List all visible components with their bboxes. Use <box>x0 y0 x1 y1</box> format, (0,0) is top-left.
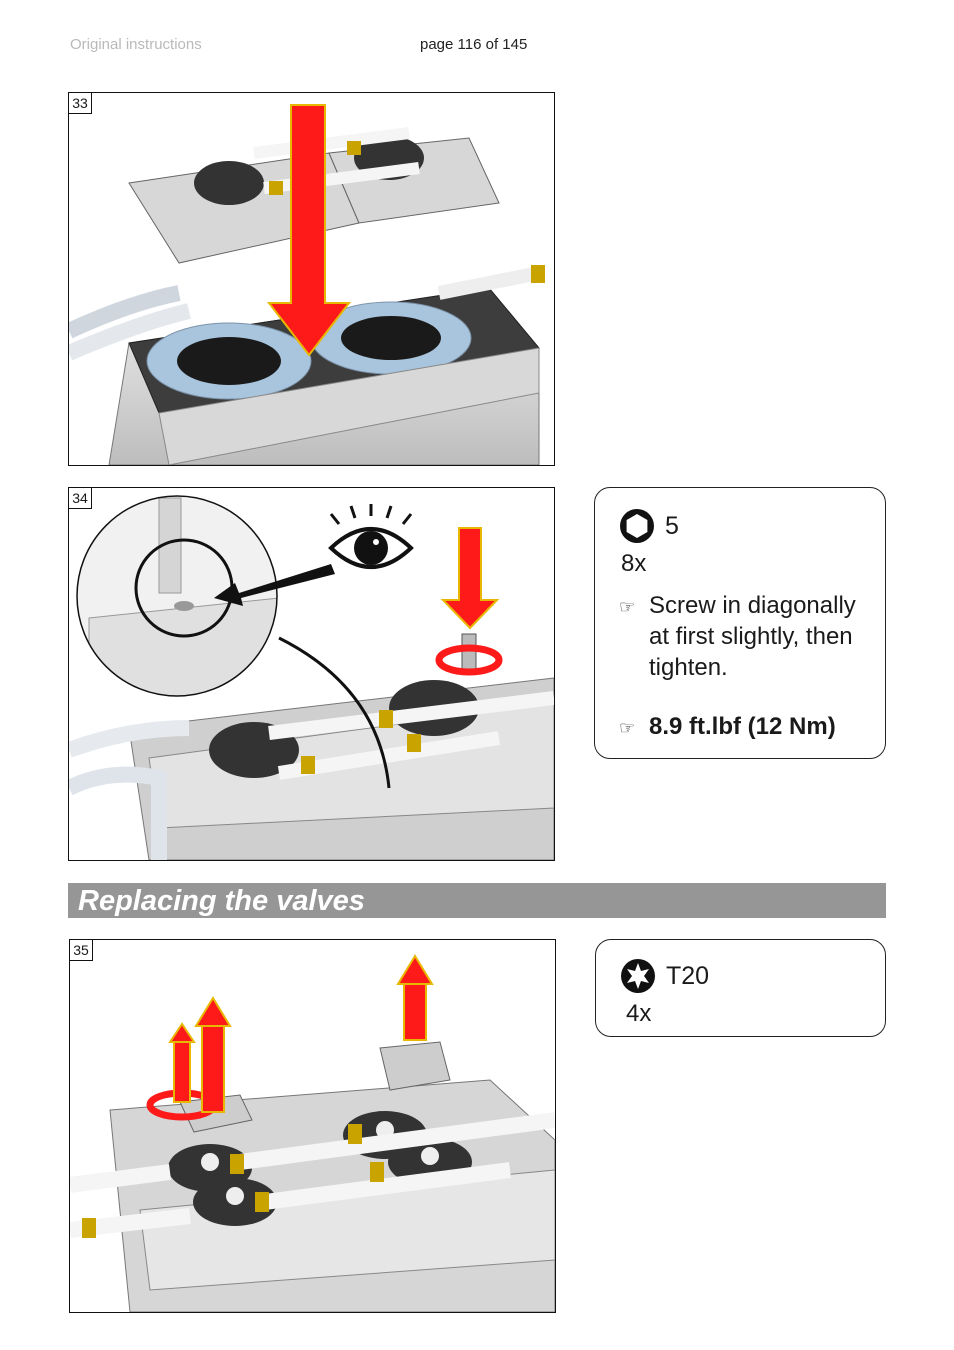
step-line: at first slightly, then <box>649 623 853 650</box>
page-number: page 116 of 145 <box>420 36 528 53</box>
figure-33-illustration <box>69 104 545 465</box>
tool-size: T20 <box>666 961 710 990</box>
info-box-hex-key: 5 8x ☞ Screw in diagonally at first slig… <box>594 487 886 759</box>
eye-icon <box>328 504 414 569</box>
instruction-step: ☞ Screw in diagonally at first slightly,… <box>619 590 881 686</box>
figure-33: 33 <box>68 92 555 466</box>
tool-spec: T20 <box>620 958 709 994</box>
figure-number: 35 <box>70 940 93 961</box>
tool-spec: 5 <box>619 508 679 544</box>
section-heading: Replacing the valves <box>68 883 886 918</box>
figure-35: 35 <box>69 939 556 1313</box>
torx-icon <box>621 959 655 993</box>
pointing-hand-icon: ☞ <box>619 597 636 617</box>
figure-35-illustration <box>70 954 555 1312</box>
step-line: tighten. <box>649 654 728 681</box>
figure-34-illustration <box>69 495 554 860</box>
tool-size: 5 <box>665 511 679 540</box>
figure-number: 34 <box>69 488 92 509</box>
quantity: 8x <box>621 550 647 577</box>
pointing-hand-icon: ☞ <box>619 718 636 738</box>
header-left: Original instructions <box>70 36 202 53</box>
torque-spec: ☞ 8.9 ft.lbf (12 Nm) <box>619 711 881 745</box>
info-box-torx: T20 4x <box>595 939 886 1037</box>
figure-number: 33 <box>69 93 92 114</box>
torque-value: 8.9 ft.lbf (12 Nm) <box>649 713 836 740</box>
quantity: 4x <box>626 1000 652 1027</box>
step-line: Screw in diagonally <box>649 592 856 619</box>
section-title: Replacing the valves <box>78 885 365 917</box>
hex-socket-icon <box>620 509 654 543</box>
figure-34: 34 <box>68 487 555 861</box>
